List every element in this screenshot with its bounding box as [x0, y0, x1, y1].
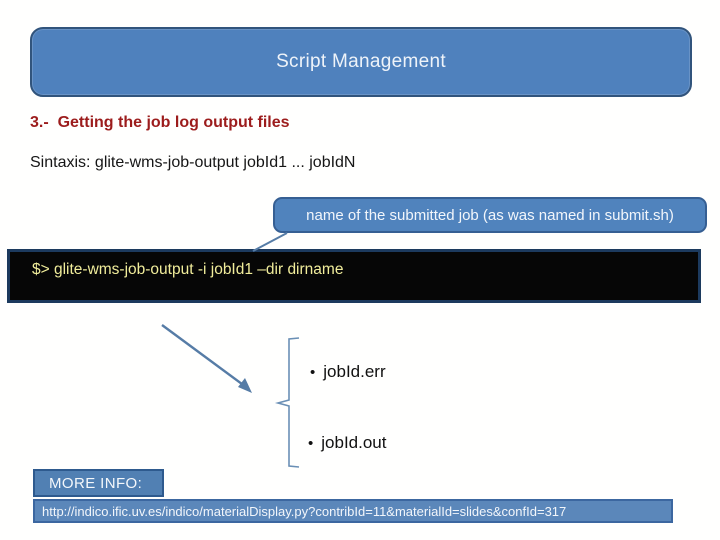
output-file-out: jobId.out	[321, 433, 387, 452]
more-info-box: MORE INFO:	[33, 469, 164, 497]
slide-title: Script Management	[276, 51, 446, 72]
terminal-box: $> glite-wms-job-output -i jobId1 –dir d…	[7, 249, 701, 303]
bullet-icon: •	[308, 434, 314, 452]
section-heading: 3.- Getting the job log output files	[30, 114, 290, 131]
left-curly-bracket-icon	[274, 337, 300, 468]
list-item-jobout: • jobId.out	[308, 433, 387, 453]
bullet-icon: •	[310, 363, 316, 381]
down-right-arrow-head	[238, 378, 252, 393]
terminal-command: $> glite-wms-job-output -i jobId1 –dir d…	[32, 261, 344, 278]
down-right-arrow-line	[161, 324, 247, 388]
syntax-line: Sintaxis: glite-wms-job-output jobId1 ..…	[30, 154, 356, 171]
url-bar: http://indico.ific.uv.es/indico/material…	[33, 499, 673, 523]
callout-text: name of the submitted job (as was named …	[306, 206, 674, 224]
more-info-url: http://indico.ific.uv.es/indico/material…	[42, 503, 567, 519]
slide-title-banner: Script Management	[30, 27, 692, 97]
callout-bubble: name of the submitted job (as was named …	[273, 197, 707, 233]
output-file-err: jobId.err	[323, 362, 386, 381]
more-info-label: MORE INFO:	[49, 474, 143, 492]
list-item-joberr: • jobId.err	[310, 362, 386, 382]
